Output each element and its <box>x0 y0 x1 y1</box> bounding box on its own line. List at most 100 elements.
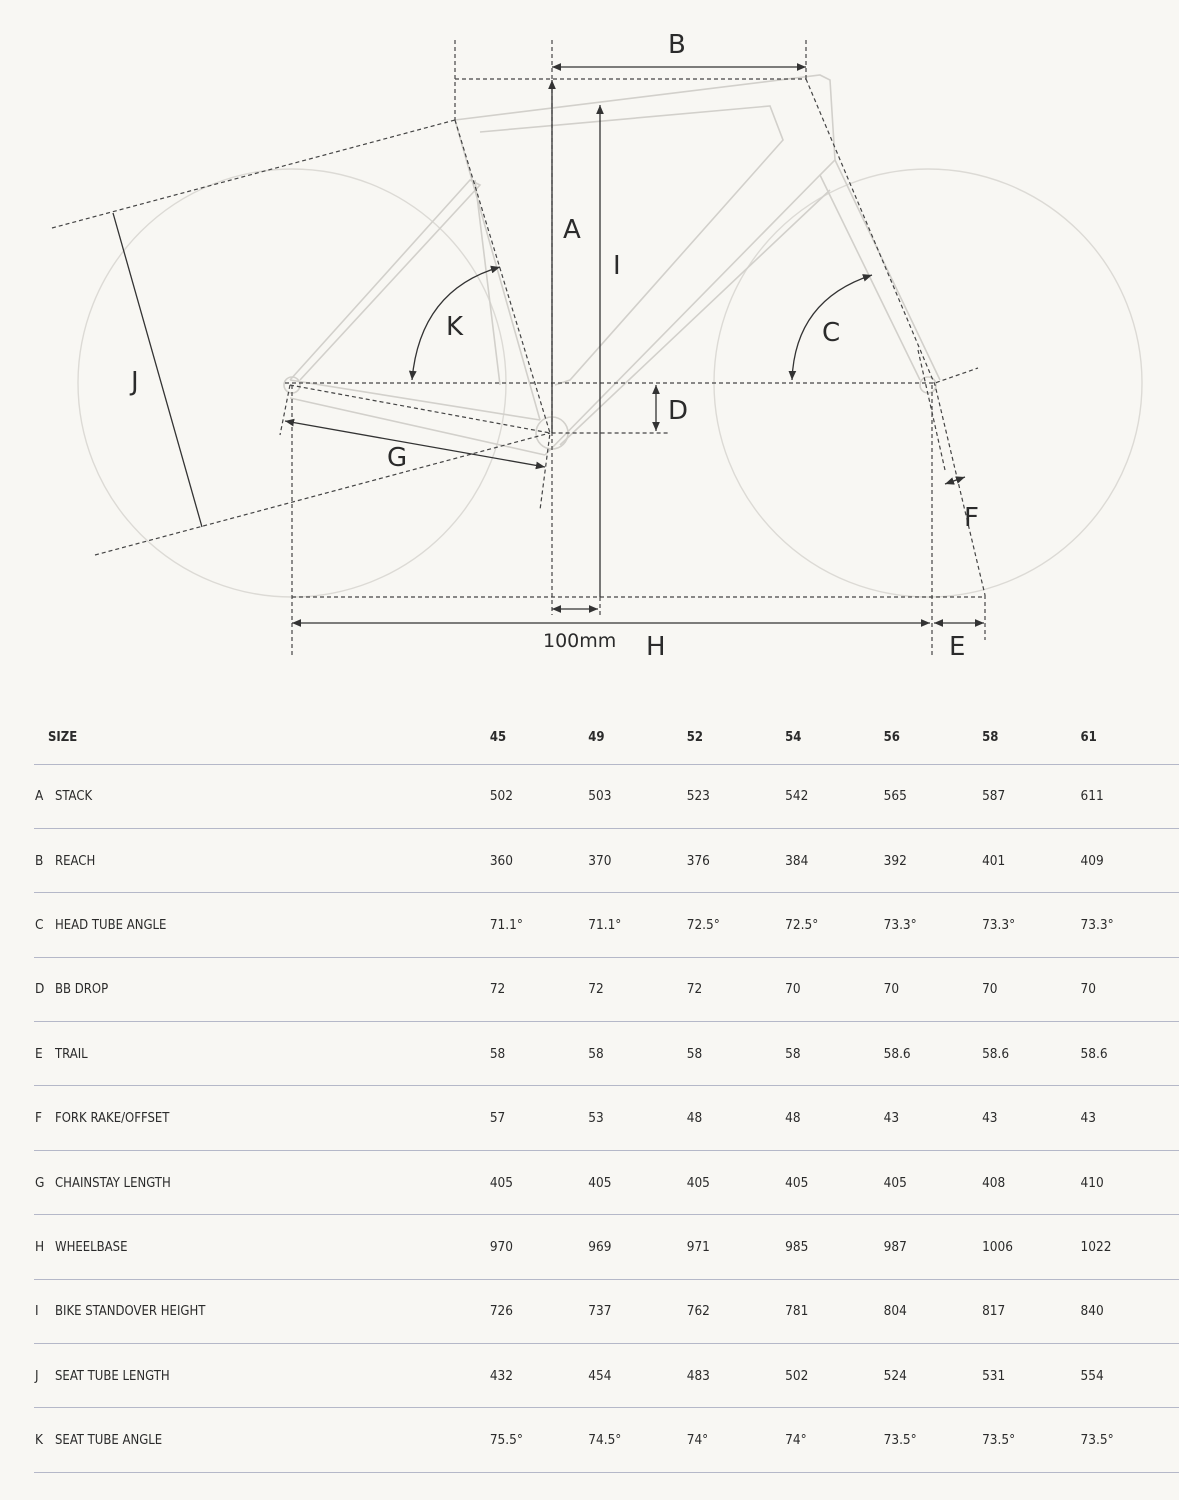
measurement-value: 405 <box>785 1174 809 1191</box>
measurement-value: 985 <box>785 1238 809 1255</box>
measurement-value: 72.5° <box>785 916 819 933</box>
measurement-value: 804 <box>883 1303 907 1320</box>
measurement-letter: K <box>35 1432 43 1449</box>
measurement-value: 70 <box>883 981 900 998</box>
label-c: C <box>822 318 840 348</box>
size-header: SIZE <box>48 730 78 746</box>
measurement-name: STACK <box>55 789 93 805</box>
measurement-value: 72 <box>489 981 506 998</box>
measurement-value: 781 <box>785 1303 809 1320</box>
measurement-value: 70 <box>982 981 998 998</box>
measurement-name: BB DROP <box>55 982 109 998</box>
geometry-diagram: B A I K C J D G F H E 100mm <box>51 30 1143 662</box>
measurement-letter: E <box>35 1045 43 1062</box>
size-col-header: 58 <box>982 730 999 746</box>
measurement-letter: G <box>35 1174 45 1191</box>
measurement-value: 970 <box>489 1238 513 1255</box>
measurement-value: 70 <box>785 981 801 998</box>
measurement-value: 523 <box>686 788 710 805</box>
measurement-value: 762 <box>686 1303 710 1320</box>
measurement-value: 73.3° <box>883 916 917 933</box>
measurement-value: 405 <box>883 1174 907 1191</box>
dimension-lines <box>112 63 984 627</box>
size-col-header: 49 <box>588 730 605 746</box>
measurement-value: 75.5° <box>489 1432 523 1449</box>
label-d: D <box>668 396 688 426</box>
measurement-name: SEAT TUBE LENGTH <box>55 1368 170 1384</box>
size-col-header: 54 <box>785 730 802 746</box>
measurement-value: 73.3° <box>982 916 1016 933</box>
measurement-value: 72 <box>588 981 604 998</box>
measurement-value: 587 <box>982 788 1006 805</box>
measurement-value: 74° <box>686 1432 709 1449</box>
measurement-value: 840 <box>1080 1303 1104 1320</box>
measurement-value: 737 <box>588 1303 612 1320</box>
measurement-letter: D <box>35 981 45 998</box>
measurement-value: 531 <box>982 1367 1006 1384</box>
measurement-value: 987 <box>883 1238 907 1255</box>
label-j: J <box>129 367 139 397</box>
measurement-value: 503 <box>588 788 612 805</box>
measurement-value: 48 <box>785 1110 801 1127</box>
measurement-letter: C <box>35 916 44 933</box>
measurement-label: G CHAINSTAY LENGTH <box>34 1150 490 1214</box>
measurement-value: 502 <box>489 788 513 805</box>
measurement-value: 73.3° <box>1080 916 1114 933</box>
measurement-value: 565 <box>883 788 907 805</box>
measurement-value: 57 <box>489 1110 506 1127</box>
measurement-value: 58 <box>489 1045 506 1062</box>
measurement-value: 71.1° <box>588 916 622 933</box>
measurement-name: TRAIL <box>55 1046 88 1062</box>
measurement-name: BIKE STANDOVER HEIGHT <box>55 1304 206 1320</box>
label-k: K <box>446 312 464 342</box>
measurement-label: J SEAT TUBE LENGTH <box>34 1344 490 1408</box>
measurement-value: 483 <box>686 1367 710 1384</box>
measurement-letter: F <box>35 1110 42 1127</box>
measurement-value: 524 <box>883 1367 907 1384</box>
measurement-value: 969 <box>588 1238 612 1255</box>
measurement-value: 43 <box>1080 1110 1096 1127</box>
measurement-value: 405 <box>489 1174 513 1191</box>
measurement-value: 370 <box>588 852 612 869</box>
measurement-value: 58.6 <box>982 1045 1010 1062</box>
measurement-value: 611 <box>1080 788 1104 805</box>
measurement-value: 72 <box>686 981 703 998</box>
measurement-value: 73.5° <box>982 1432 1016 1449</box>
measurement-value: 817 <box>982 1303 1006 1320</box>
measurement-letter: A <box>35 788 44 805</box>
measurement-letter: I <box>35 1303 39 1320</box>
measurement-value: 53 <box>588 1110 604 1127</box>
measurement-value: 58 <box>785 1045 801 1062</box>
table-header-row: SIZE 45 49 52 54 56 58 61 <box>34 712 1179 764</box>
label-b: B <box>668 30 686 60</box>
measurement-value: 405 <box>686 1174 710 1191</box>
measurement-value: 58 <box>588 1045 604 1062</box>
measurement-value: 401 <box>982 852 1006 869</box>
size-col-header: 56 <box>883 730 900 746</box>
measurement-value: 43 <box>982 1110 998 1127</box>
bike-frame <box>283 74 941 456</box>
measurement-value: 58.6 <box>1080 1045 1108 1062</box>
measurement-name: CHAINSTAY LENGTH <box>55 1175 171 1191</box>
measurement-value: 971 <box>686 1238 710 1255</box>
geometry-table: SIZE 45 49 52 54 56 58 61 A STACK 502 503 52… <box>34 712 1179 1473</box>
measurement-value: 58 <box>686 1045 703 1062</box>
measurement-letter: B <box>35 852 44 869</box>
label-i: I <box>613 251 621 281</box>
measurement-value: 554 <box>1080 1367 1104 1384</box>
offset-label: 100mm <box>543 630 616 652</box>
measurement-name: WHEELBASE <box>55 1239 128 1255</box>
measurement-value: 48 <box>686 1110 703 1127</box>
measurement-letter: J <box>35 1367 39 1384</box>
